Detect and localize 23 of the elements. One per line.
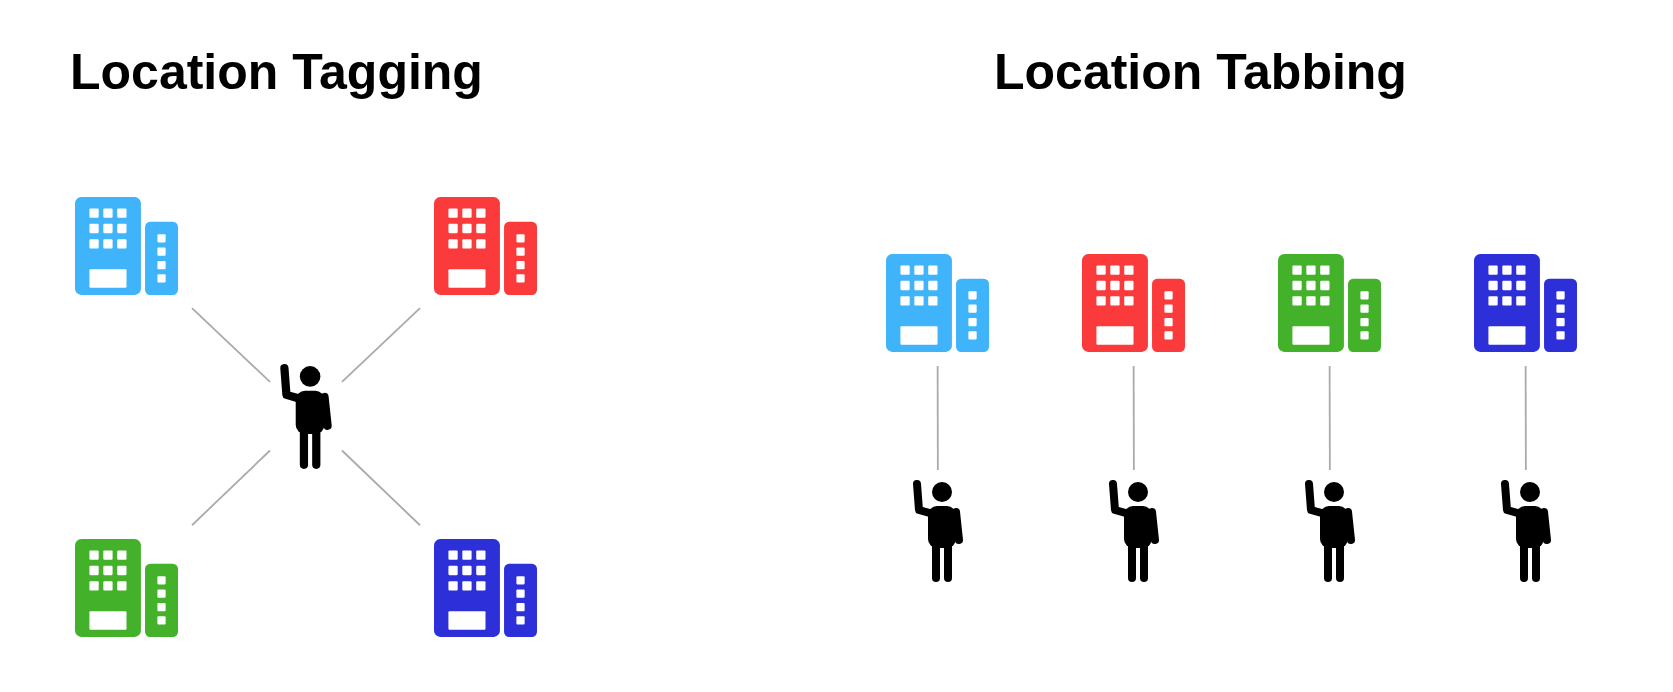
building-icon	[434, 197, 537, 295]
building-icon	[886, 254, 989, 352]
connector-line	[341, 449, 421, 527]
connector-line	[1132, 365, 1135, 471]
person-icon	[1107, 478, 1161, 583]
person-icon	[278, 362, 334, 470]
building-icon	[1082, 254, 1185, 352]
person-icon	[911, 478, 965, 583]
connector-line	[936, 365, 939, 471]
heading: Location Tabbing	[994, 45, 1407, 100]
building-icon	[434, 539, 537, 637]
connector-line	[191, 449, 271, 527]
building-icon	[75, 539, 178, 637]
connector-line	[341, 307, 421, 383]
connector-line	[1524, 365, 1527, 471]
heading: Location Tagging	[70, 45, 483, 100]
connector-line	[191, 307, 271, 383]
person-icon	[1303, 478, 1357, 583]
building-icon	[1278, 254, 1381, 352]
building-icon	[75, 197, 178, 295]
person-icon	[1499, 478, 1553, 583]
building-icon	[1474, 254, 1577, 352]
connector-line	[1328, 365, 1331, 471]
